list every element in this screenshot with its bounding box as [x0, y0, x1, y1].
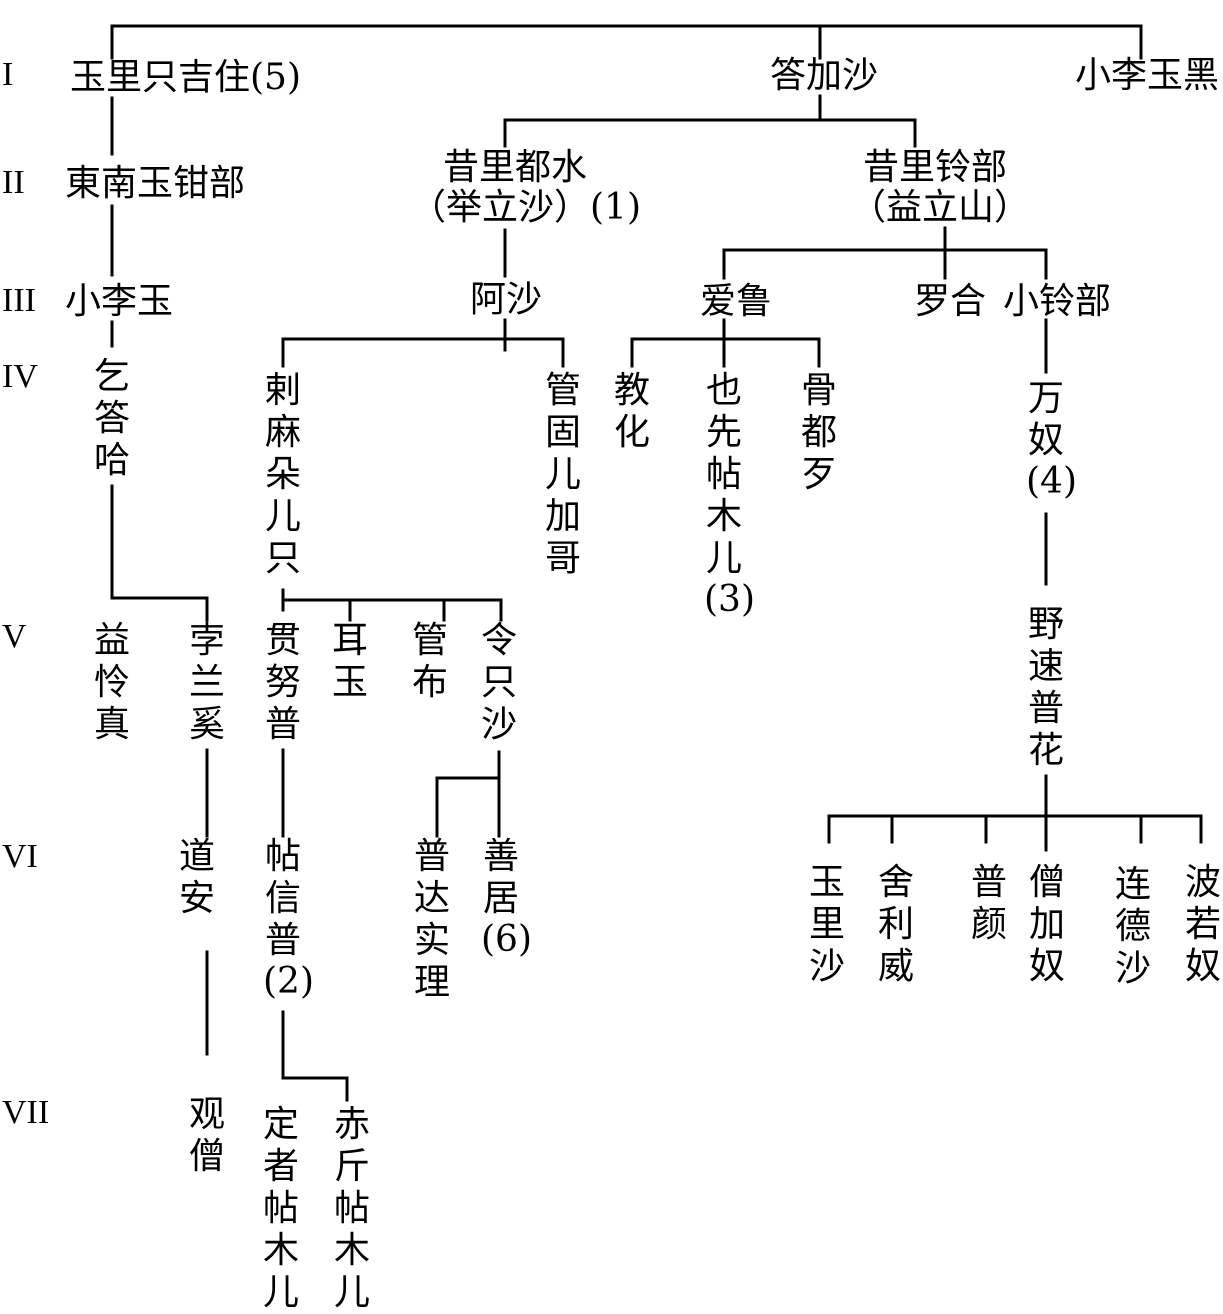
- node-shanju: 善居(6): [481, 836, 532, 960]
- node-asha: 阿沙: [470, 279, 543, 320]
- node-index: (2): [263, 961, 314, 1002]
- node-name: 贯努普: [264, 620, 301, 745]
- node-yesupuhua: 野速普花: [1026, 604, 1066, 772]
- generation-label-1: I: [2, 56, 14, 93]
- node-name: 观僧: [188, 1094, 225, 1177]
- generation-label-4: IV: [2, 358, 38, 395]
- node-xiaolingbu: 小铃部: [1003, 281, 1112, 322]
- node-name: 普颜: [970, 862, 1007, 945]
- node-tiexinpu: 帖信普(2): [263, 836, 314, 1002]
- node-name: 僧加奴: [1028, 862, 1065, 987]
- node-guanguerjiage: 管固儿加哥: [543, 370, 583, 580]
- node-puyan: 普颜: [969, 862, 1009, 946]
- node-name: 骨都歹: [800, 370, 837, 495]
- node-alias: （举立沙）: [410, 187, 591, 228]
- node-yilingzhen: 益怜真: [92, 620, 132, 746]
- node-guanseng: 观僧: [187, 1094, 227, 1178]
- node-daoan: 道安: [177, 836, 217, 920]
- node-dajiasha: 答加沙: [770, 55, 879, 96]
- node-qidaha: 乞答哈: [92, 356, 132, 482]
- node-yulizhijizhu: 玉里只吉住(5): [70, 60, 301, 96]
- node-name: 善居: [482, 836, 519, 919]
- node-xiaoliyu: 小李玉: [65, 281, 174, 322]
- node-xiaoliyuhei: 小李玉黑: [1075, 55, 1220, 96]
- node-jiaohua: 教化: [612, 370, 652, 454]
- node-name: 道安: [178, 836, 215, 919]
- node-index: (6): [481, 919, 532, 960]
- node-index: (1): [590, 187, 642, 228]
- node-name: 管布: [411, 620, 448, 703]
- node-name: 波若奴: [1184, 862, 1221, 987]
- node-index: (3): [704, 579, 755, 620]
- node-lingzhisha: 令只沙: [479, 620, 519, 746]
- node-eryu: 耳玉: [330, 620, 370, 704]
- generation-label-5: V: [2, 618, 27, 655]
- node-boruonu: 波若奴: [1183, 862, 1223, 988]
- node-pudashili: 普达实理: [412, 836, 452, 1004]
- node-lamaduoerzhi: 剌麻朵儿只: [263, 370, 303, 580]
- node-name: 令只沙: [480, 620, 517, 745]
- node-name: 剌麻朵儿只: [264, 370, 301, 579]
- node-sheliwei: 舍利威: [876, 862, 916, 988]
- node-name: 玉里沙: [808, 862, 845, 987]
- node-name: 也先帖木儿: [705, 370, 742, 579]
- node-wannu: 万奴(4): [1026, 378, 1077, 502]
- node-bolanxi: 孛兰奚: [187, 620, 227, 746]
- node-xililingbu: 昔里铃部 （益立山）: [850, 147, 1031, 228]
- generation-label-6: VI: [2, 838, 38, 875]
- node-guannupu: 贯努普: [263, 620, 303, 746]
- node-name: 昔里都水: [442, 147, 587, 188]
- node-name: 昔里铃部: [862, 147, 1007, 188]
- node-liandesha: 连德沙: [1113, 864, 1153, 990]
- node-name: 乞答哈: [93, 356, 130, 481]
- node-alias-line: （举立沙）(1): [410, 187, 641, 228]
- generation-label-2: II: [2, 164, 25, 201]
- node-yexiantiemuer: 也先帖木儿(3): [704, 370, 755, 620]
- generation-label-7: VII: [2, 1094, 50, 1131]
- node-index: (4): [1026, 461, 1077, 502]
- node-dongnanyuqianbu: 東南玉钳部: [65, 163, 246, 204]
- node-luohe: 罗合: [914, 281, 987, 322]
- node-dingzhetiemuer: 定者帖木儿: [261, 1104, 301, 1314]
- node-name: 普达实理: [413, 836, 450, 1003]
- node-index: (5): [250, 57, 302, 98]
- node-sengjianu: 僧加奴: [1027, 862, 1067, 988]
- node-name: 孛兰奚: [188, 620, 225, 745]
- node-name: 野速普花: [1027, 604, 1064, 771]
- node-name: 教化: [613, 370, 650, 453]
- node-guanbu: 管布: [410, 620, 450, 704]
- node-name: 赤斤帖木儿: [333, 1104, 370, 1313]
- node-chijintiemuer: 赤斤帖木儿: [332, 1104, 372, 1314]
- node-guduxi: 骨都歹: [799, 370, 839, 496]
- node-xilidushui: 昔里都水 （举立沙）(1): [410, 147, 641, 228]
- node-name: 玉里只吉住: [70, 57, 251, 98]
- node-name: 万奴: [1027, 378, 1064, 461]
- node-name: 管固儿加哥: [544, 370, 581, 579]
- node-yulisha: 玉里沙: [807, 862, 847, 988]
- node-name: 益怜真: [93, 620, 130, 745]
- node-ailu: 爱鲁: [700, 281, 773, 322]
- generation-label-3: III: [2, 282, 36, 319]
- node-name: 帖信普: [264, 836, 301, 961]
- node-name: 定者帖木儿: [262, 1104, 299, 1313]
- node-name: 连德沙: [1114, 864, 1151, 989]
- node-name: 耳玉: [331, 620, 368, 703]
- node-name: 舍利威: [877, 862, 914, 987]
- node-alias: （益立山）: [850, 187, 1031, 228]
